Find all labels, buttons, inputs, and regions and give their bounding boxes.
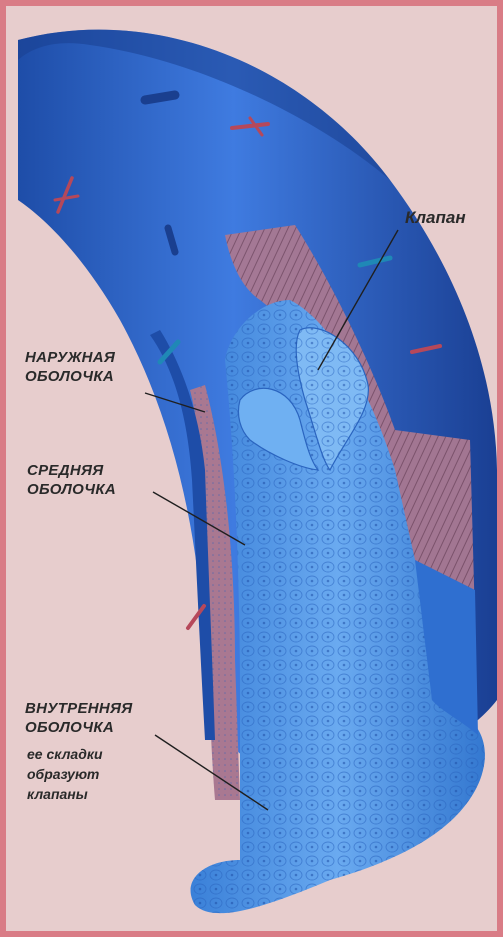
label-valve: Клапан: [405, 208, 466, 228]
label-inner-line-2: ОБОЛОЧКА: [25, 718, 133, 737]
label-outer-line-2: ОБОЛОЧКА: [25, 367, 115, 386]
label-middle-line-2: ОБОЛОЧКА: [27, 480, 116, 499]
label-inner-line-1: ВНУТРЕННЯЯ: [25, 699, 133, 718]
label-inner-note-line-2: образуют: [27, 764, 103, 784]
label-middle-layer: СРЕДНЯЯ ОБОЛОЧКА: [27, 461, 116, 499]
label-inner-note-line-1: ее складки: [27, 744, 103, 764]
label-outer-line-1: НАРУЖНАЯ: [25, 348, 115, 367]
label-inner-note: ее складки образуют клапаны: [27, 744, 103, 804]
label-inner-note-line-3: клапаны: [27, 784, 103, 804]
label-middle-line-1: СРЕДНЯЯ: [27, 461, 116, 480]
label-outer-layer: НАРУЖНАЯ ОБОЛОЧКА: [25, 348, 115, 386]
label-inner-layer: ВНУТРЕННЯЯ ОБОЛОЧКА: [25, 699, 133, 737]
